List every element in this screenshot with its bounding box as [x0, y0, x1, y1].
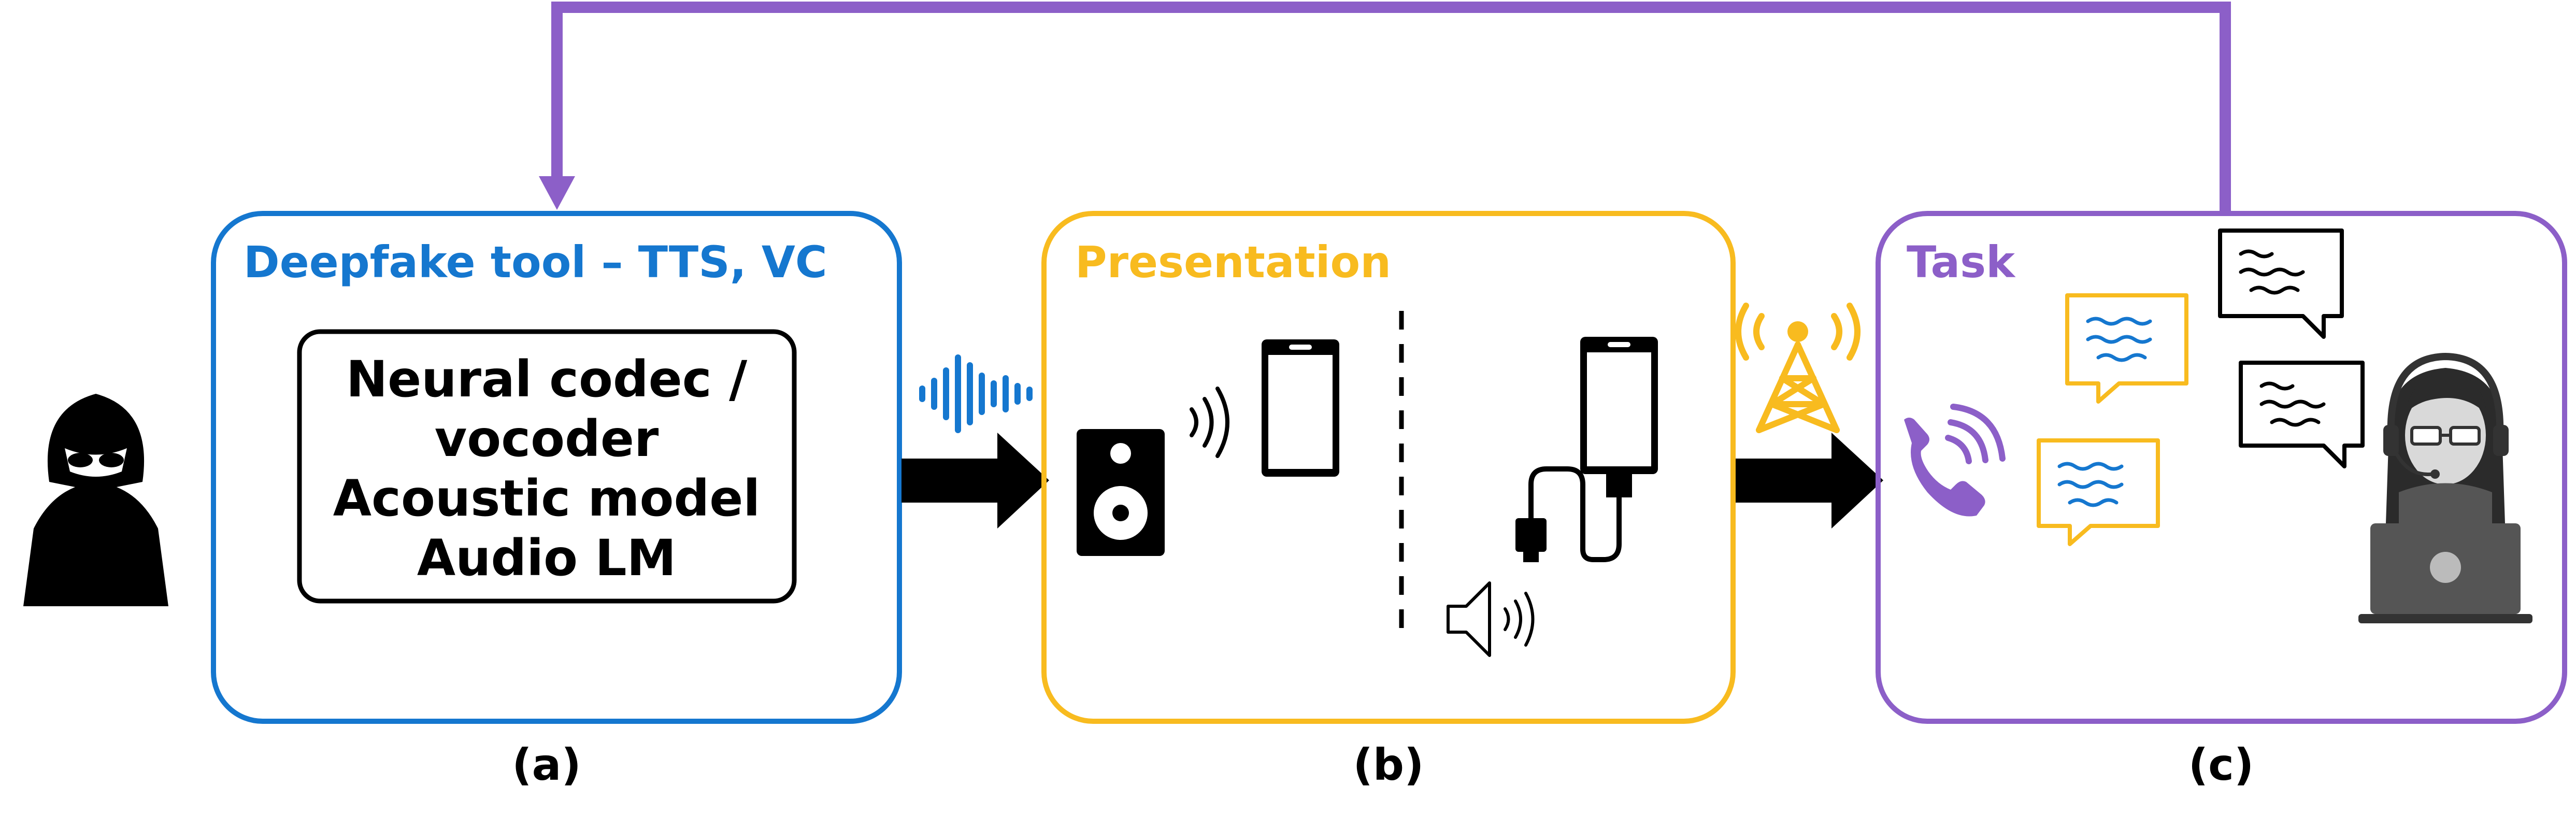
caption-a: (a): [512, 739, 581, 790]
smartphone-icon: [1580, 337, 1658, 497]
model-line-4: Audio LM: [417, 529, 676, 587]
loudspeaker-icon: [1077, 429, 1165, 556]
arrow-b-to-c: [1736, 433, 1883, 529]
chat-bubble-icon: [2218, 229, 2344, 339]
panel-presentation: Presentation: [1041, 211, 1736, 724]
model-box: Neural codec / vocoder Acoustic model Au…: [297, 329, 797, 604]
panel-a-title: Deepfake tool – TTS, VC: [244, 237, 827, 288]
feedback-loop-arrow: [539, 2, 2231, 212]
volume-icon: [1447, 581, 1535, 657]
arrow-a-to-b: [901, 433, 1049, 529]
panel-c-title: Task: [1907, 237, 2016, 288]
smartphone-icon: [1262, 339, 1339, 477]
caption-b: (b): [1353, 739, 1424, 790]
model-line-2: vocoder: [435, 410, 659, 468]
radio-tower-icon: [1735, 303, 1861, 433]
chat-bubble-icon: [2065, 293, 2188, 404]
chat-bubble-icon: [2239, 361, 2365, 468]
model-line-3: Acoustic model: [333, 469, 760, 527]
model-line-1: Neural codec /: [346, 350, 748, 408]
hooded-hacker-icon: [23, 394, 168, 606]
panel-deepfake-tool: Deepfake tool – TTS, VC Neural codec / v…: [211, 211, 902, 724]
usb-cable-icon: [1515, 466, 1622, 562]
panel-b-title: Presentation: [1075, 237, 1391, 288]
chat-bubble-icon: [2037, 438, 2160, 546]
panel-task: Task: [1876, 211, 2567, 724]
call-center-agent-icon: [2358, 352, 2532, 623]
audio-waveform-icon: [919, 354, 1033, 433]
sound-waves-icon: [1190, 387, 1229, 458]
caption-c: (c): [2188, 739, 2254, 790]
phone-call-icon: [1904, 404, 2006, 517]
